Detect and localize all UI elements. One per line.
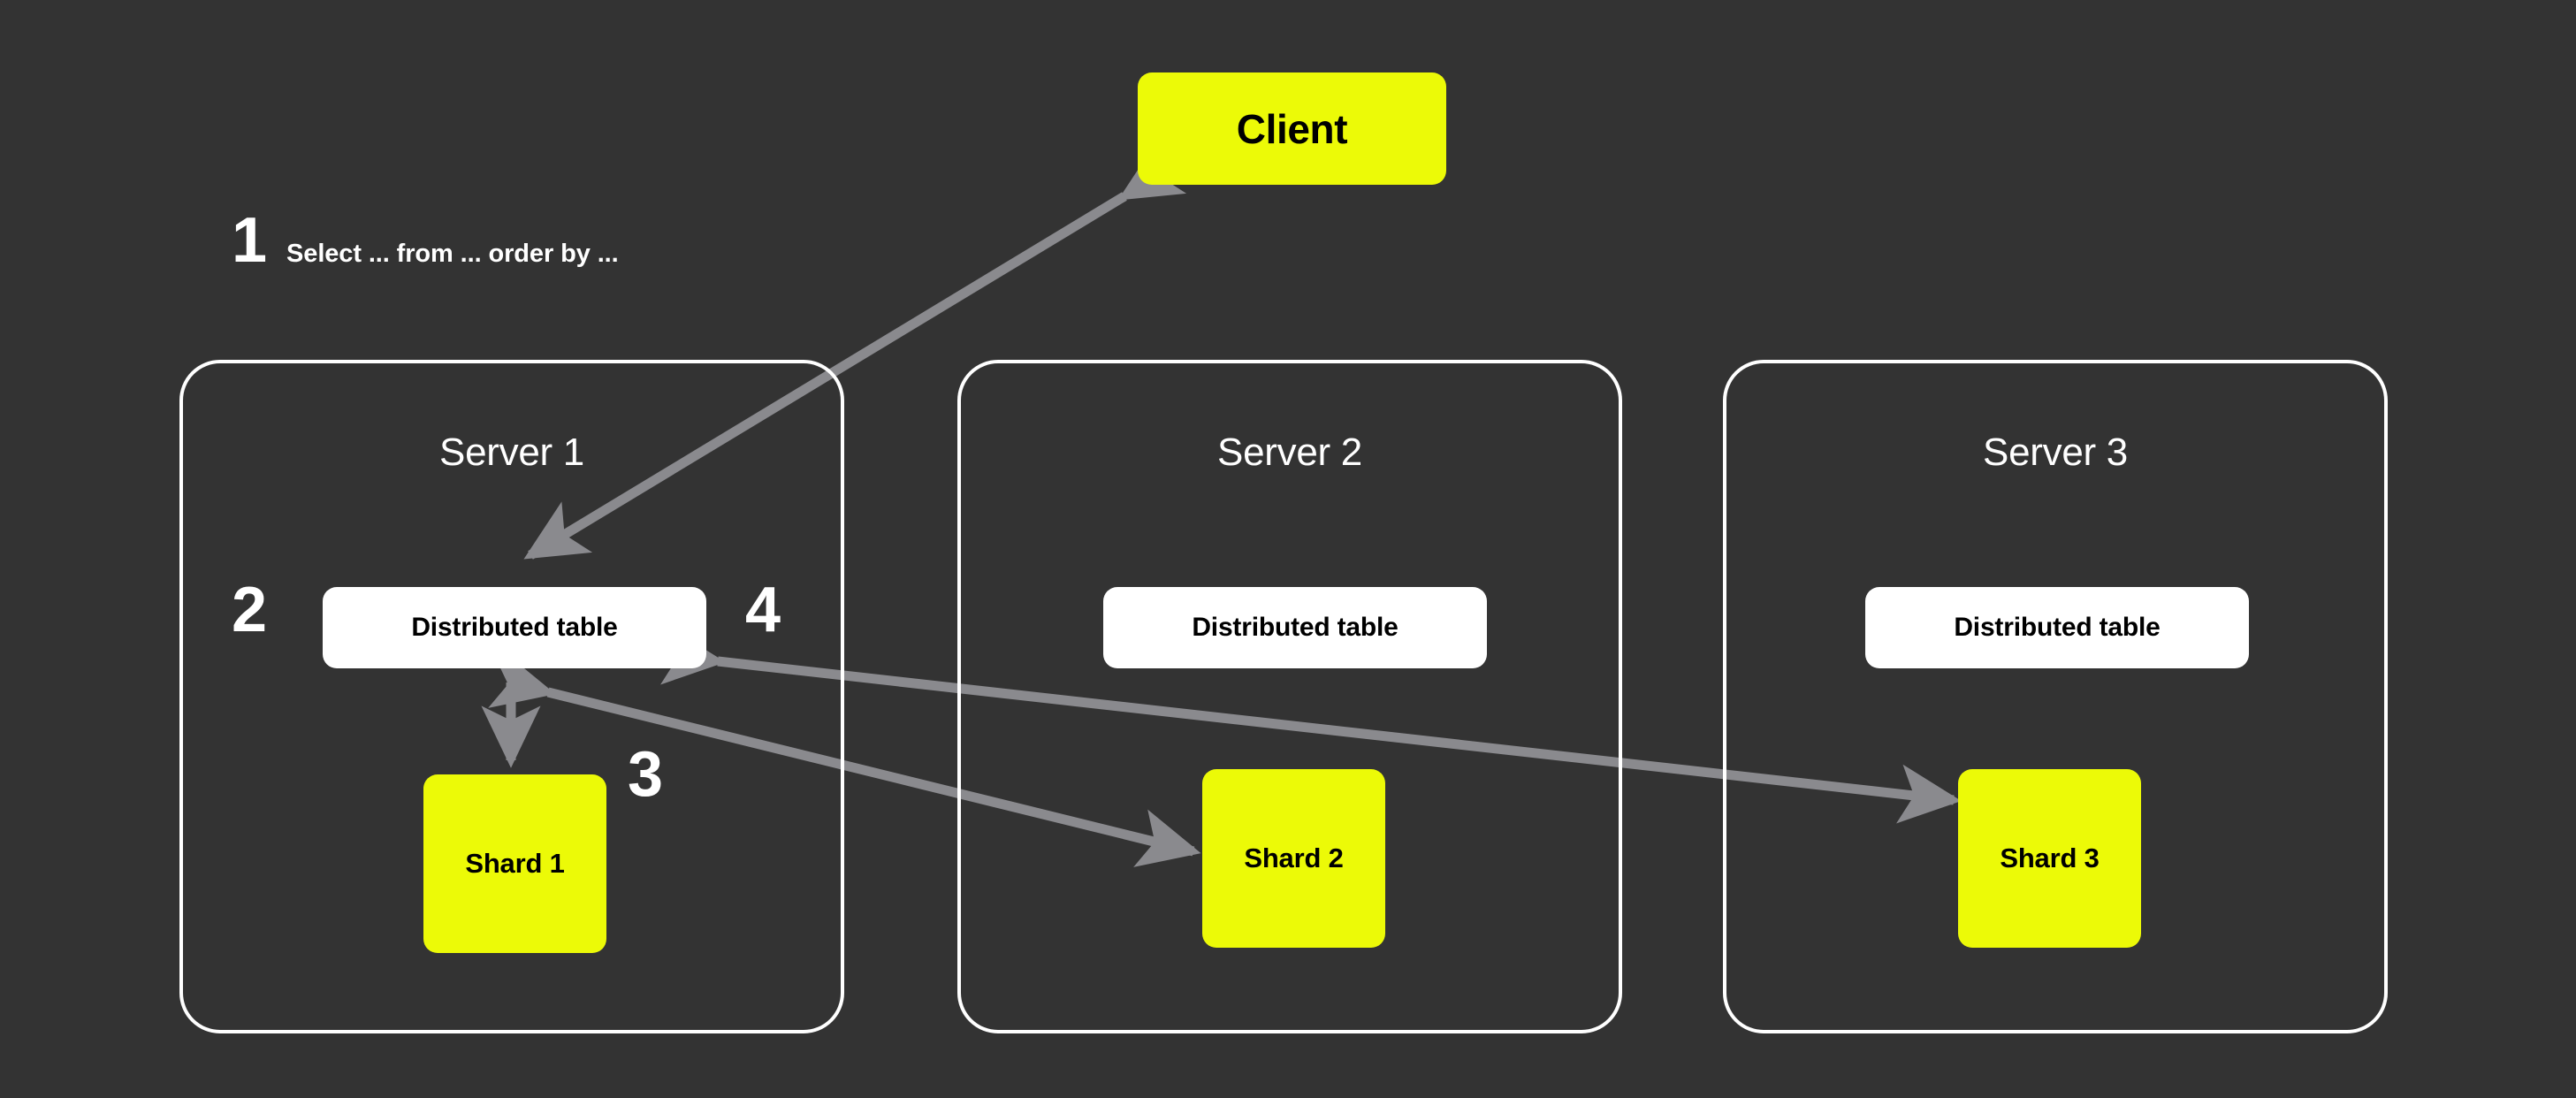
step-3-number: 3 <box>628 739 664 810</box>
shard-2-box[interactable]: Shard 2 <box>1202 769 1385 948</box>
server-panel-2: Server 2 Distributed table Shard 2 <box>957 360 1622 1033</box>
shard-1-box[interactable]: Shard 1 <box>423 774 606 953</box>
client-node[interactable]: Client <box>1138 72 1446 185</box>
server-1-title: Server 1 <box>439 431 584 474</box>
server-2-title: Server 2 <box>1217 431 1362 474</box>
step-1-query-text: Select ... from ... order by ... <box>286 240 619 268</box>
server-3-title: Server 3 <box>1983 431 2128 474</box>
step-1-number: 1 <box>232 205 268 276</box>
step-4-number: 4 <box>745 575 781 645</box>
shard-2-label: Shard 2 <box>1244 843 1344 873</box>
distributed-table-server-1[interactable]: Distributed table <box>323 587 706 668</box>
step-1-caption: 1 Select ... from ... order by ... <box>232 205 619 276</box>
server-panel-3: Server 3 Distributed table Shard 3 <box>1723 360 2388 1033</box>
shard-3-box[interactable]: Shard 3 <box>1958 769 2141 948</box>
distributed-table-label: Distributed table <box>1192 613 1399 642</box>
shard-3-label: Shard 3 <box>2000 843 2100 873</box>
distributed-table-label: Distributed table <box>1954 613 2161 642</box>
shard-1-label: Shard 1 <box>465 848 565 879</box>
client-label: Client <box>1236 105 1348 152</box>
distributed-table-server-2[interactable]: Distributed table <box>1103 587 1487 668</box>
server-panel-1: Server 1 Distributed table Shard 1 <box>179 360 844 1033</box>
distributed-table-label: Distributed table <box>411 613 618 642</box>
distributed-table-server-3[interactable]: Distributed table <box>1865 587 2249 668</box>
step-2-number: 2 <box>232 575 268 645</box>
